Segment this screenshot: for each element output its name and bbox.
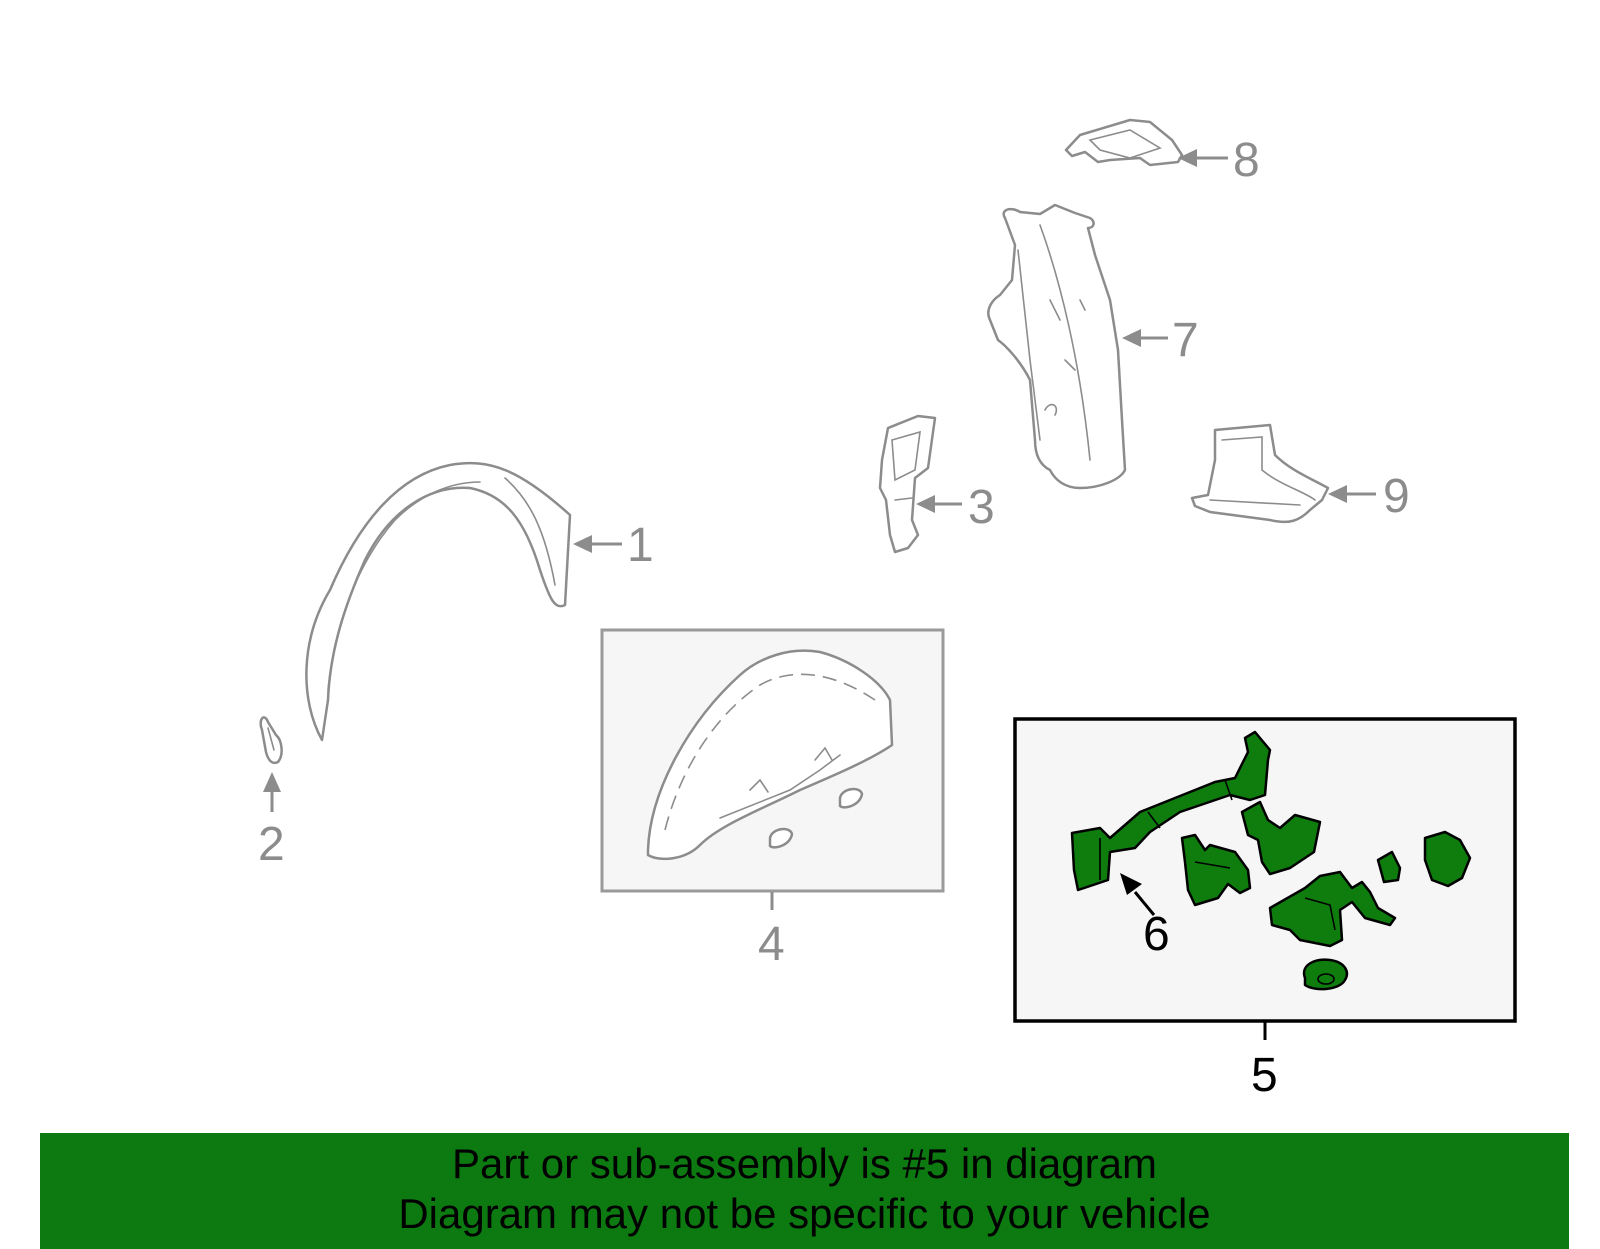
part-5-component-d	[1376, 850, 1402, 884]
part-4-inner-liner	[646, 649, 894, 861]
part-6-rail[interactable]	[1070, 730, 1272, 892]
leader-6	[1120, 873, 1156, 916]
parts-diagram: 1 2 3 4	[258, 118, 1517, 1102]
leader-3	[916, 495, 962, 513]
callout-7: 7	[1172, 314, 1199, 367]
info-banner: Part or sub-assembly is #5 in diagram Di…	[40, 1133, 1569, 1249]
callout-6: 6	[1143, 908, 1170, 961]
callout-5: 5	[1251, 1049, 1278, 1102]
part-9-extension[interactable]	[1190, 423, 1330, 524]
leader-1	[573, 535, 622, 553]
part-3-bracket[interactable]	[878, 414, 937, 554]
part-7-pillar[interactable]	[987, 203, 1127, 490]
callout-1: 1	[627, 519, 654, 572]
callout-3: 3	[968, 481, 995, 534]
part-2-clip[interactable]	[259, 716, 283, 765]
part-5-component-e	[1423, 830, 1472, 888]
part-1-wheelhouse[interactable]	[305, 461, 572, 742]
part-5-component-c	[1268, 870, 1397, 948]
leader-9	[1328, 485, 1376, 503]
part-5-component-a	[1180, 833, 1252, 907]
callout-9: 9	[1383, 470, 1410, 523]
part-8-top-bracket[interactable]	[1064, 118, 1184, 167]
leader-8	[1178, 149, 1228, 167]
leader-2	[263, 772, 281, 812]
callout-4: 4	[758, 918, 785, 971]
banner-line-1: Part or sub-assembly is #5 in diagram	[452, 1140, 1157, 1187]
callout-2: 2	[258, 818, 285, 871]
callout-8: 8	[1233, 134, 1260, 187]
part-5-component-b	[1240, 800, 1322, 876]
leader-7	[1122, 329, 1168, 347]
banner-line-2: Diagram may not be specific to your vehi…	[398, 1190, 1211, 1237]
part-5-grommet	[1302, 958, 1349, 991]
